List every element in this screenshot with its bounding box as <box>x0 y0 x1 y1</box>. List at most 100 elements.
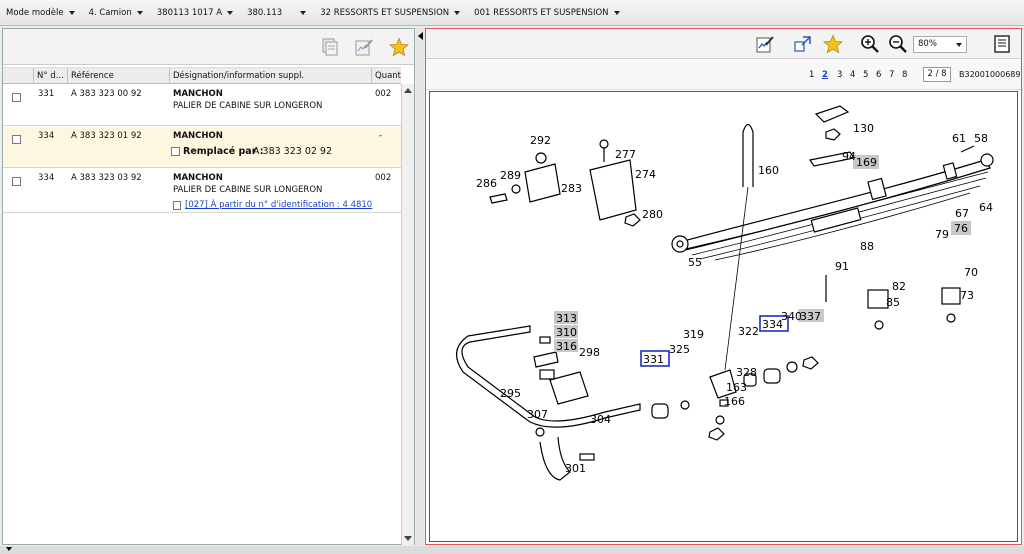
bracket-283[interactable] <box>525 164 560 202</box>
breadcrumb-model[interactable]: 380.113 <box>247 8 306 18</box>
nut-337[interactable] <box>803 357 818 369</box>
favorite-star-icon[interactable] <box>388 36 410 58</box>
page-link[interactable]: 7 <box>889 70 894 80</box>
scroll-up-icon[interactable] <box>404 88 412 93</box>
row-checkbox[interactable] <box>12 177 21 186</box>
callout-283[interactable]: 283 <box>561 182 582 195</box>
u-bolt-160[interactable] <box>743 125 753 188</box>
breadcrumb-subgroup[interactable]: 001 RESSORTS ET SUSPENSION <box>474 8 619 18</box>
callout-166[interactable]: 166 <box>724 395 745 408</box>
callout-67[interactable]: 67 <box>955 207 969 220</box>
bushing-292[interactable] <box>536 153 546 163</box>
callout-340[interactable]: 340 <box>781 310 802 323</box>
callout-307[interactable]: 307 <box>527 408 548 421</box>
leaf-spring-88[interactable] <box>672 154 993 260</box>
bolt-304[interactable] <box>580 454 594 460</box>
callout-310[interactable]: 310 <box>556 326 577 339</box>
bolt-73[interactable] <box>947 314 955 322</box>
callout-85[interactable]: 85 <box>886 296 900 309</box>
nut-94[interactable] <box>826 129 840 140</box>
callout-82[interactable]: 82 <box>892 280 906 293</box>
callout-91[interactable]: 91 <box>835 260 849 273</box>
sleeve-334[interactable] <box>764 369 780 383</box>
page-link[interactable]: 6 <box>876 70 881 80</box>
header-designation[interactable]: Désignation/information suppl. <box>169 68 371 84</box>
row-checkbox[interactable] <box>12 93 21 102</box>
table-row[interactable]: 334 A 383 323 01 92 MANCHON Remplacé par… <box>3 127 401 168</box>
replaced-by-reference[interactable]: A 383 323 02 92 <box>253 146 332 158</box>
replacement-checkbox[interactable] <box>171 147 180 156</box>
washer-325[interactable] <box>681 401 689 409</box>
callout-301[interactable]: 301 <box>565 462 586 475</box>
callout-79[interactable]: 79 <box>935 228 949 241</box>
breadcrumb-group[interactable]: 32 RESSORTS ET SUSPENSION <box>320 8 460 18</box>
clamp-310[interactable] <box>534 352 558 367</box>
table-row[interactable]: 334 A 383 323 03 92 MANCHON PALIER DE CA… <box>3 169 401 213</box>
copy-list-icon[interactable] <box>319 36 341 58</box>
part-130[interactable] <box>816 106 848 122</box>
callout-295[interactable]: 295 <box>500 387 521 400</box>
callout-337[interactable]: 337 <box>800 310 821 323</box>
callout-322[interactable]: 322 <box>738 325 759 338</box>
page-link[interactable]: 8 <box>902 70 907 80</box>
bolt-286[interactable] <box>490 194 507 203</box>
parts-drawing[interactable]: 130 94 169 61 58 292 277 160 289 286 283… <box>429 91 1018 542</box>
bracket-82[interactable] <box>868 290 888 308</box>
zoom-in-icon[interactable] <box>860 33 882 55</box>
callout-61[interactable]: 61 <box>952 132 966 145</box>
edit-notes-icon[interactable] <box>353 36 375 58</box>
collapse-down-icon[interactable] <box>6 547 12 551</box>
callout-304[interactable]: 304 <box>590 413 611 426</box>
callout-328[interactable]: 328 <box>736 366 757 379</box>
callout-298[interactable]: 298 <box>579 346 600 359</box>
bracket-70[interactable] <box>942 288 960 304</box>
header-quantity[interactable]: Quanti <box>371 68 401 84</box>
page-link[interactable]: 4 <box>850 70 855 80</box>
washer-163[interactable] <box>716 416 724 424</box>
identification-link[interactable]: [027] À partir du n° d'identification : … <box>185 199 372 211</box>
zoom-select[interactable]: 80% <box>913 36 967 53</box>
header-position[interactable]: N° d... <box>33 68 67 84</box>
page-link-current[interactable]: 2 <box>822 70 828 80</box>
bushing-316[interactable] <box>540 370 554 379</box>
callout-277[interactable]: 277 <box>615 148 636 161</box>
bolt-313[interactable] <box>540 337 550 343</box>
callout-331[interactable]: 331 <box>643 353 664 366</box>
callout-94[interactable]: 94 <box>842 150 856 163</box>
callout-55[interactable]: 55 <box>688 256 702 269</box>
page-link[interactable]: 1 <box>809 70 814 80</box>
nut-85[interactable] <box>875 321 883 329</box>
callout-64[interactable]: 64 <box>979 201 993 214</box>
table-row[interactable]: 331 A 383 323 00 92 MANCHON PALIER DE CA… <box>3 85 401 126</box>
breadcrumb-mode-model[interactable]: Mode modèle <box>6 8 75 18</box>
callout-130[interactable]: 130 <box>853 122 874 135</box>
callout-76[interactable]: 76 <box>954 222 968 235</box>
page-link[interactable]: 3 <box>837 70 842 80</box>
callout-313[interactable]: 313 <box>556 312 577 325</box>
callout-316[interactable]: 316 <box>556 340 577 353</box>
washer-307[interactable] <box>536 428 544 436</box>
document-icon[interactable] <box>991 33 1013 55</box>
callout-274[interactable]: 274 <box>635 168 656 181</box>
callout-169[interactable]: 169 <box>856 156 877 169</box>
callout-319[interactable]: 319 <box>683 328 704 341</box>
zoom-out-icon[interactable] <box>888 33 910 55</box>
parts-list-scrollbar[interactable] <box>401 84 414 545</box>
header-reference[interactable]: Référence <box>67 68 169 84</box>
panel-splitter[interactable] <box>416 28 424 545</box>
callout-334[interactable]: 334 <box>762 318 783 331</box>
callout-70[interactable]: 70 <box>964 266 978 279</box>
favorite-star-icon[interactable] <box>822 33 844 55</box>
callout-73[interactable]: 73 <box>960 289 974 302</box>
expand-icon[interactable] <box>792 33 814 55</box>
nut-166[interactable] <box>709 428 724 440</box>
sleeve-331[interactable] <box>652 404 668 418</box>
callout-88[interactable]: 88 <box>860 240 874 253</box>
callout-280[interactable]: 280 <box>642 208 663 221</box>
callout-160[interactable]: 160 <box>758 164 779 177</box>
breadcrumb-model-code[interactable]: 380113 1017 A <box>157 8 233 18</box>
nut-280[interactable] <box>625 214 640 226</box>
scroll-down-icon[interactable] <box>404 536 412 541</box>
edit-notes-icon[interactable] <box>754 33 776 55</box>
bottom-splitter[interactable] <box>0 546 1024 554</box>
